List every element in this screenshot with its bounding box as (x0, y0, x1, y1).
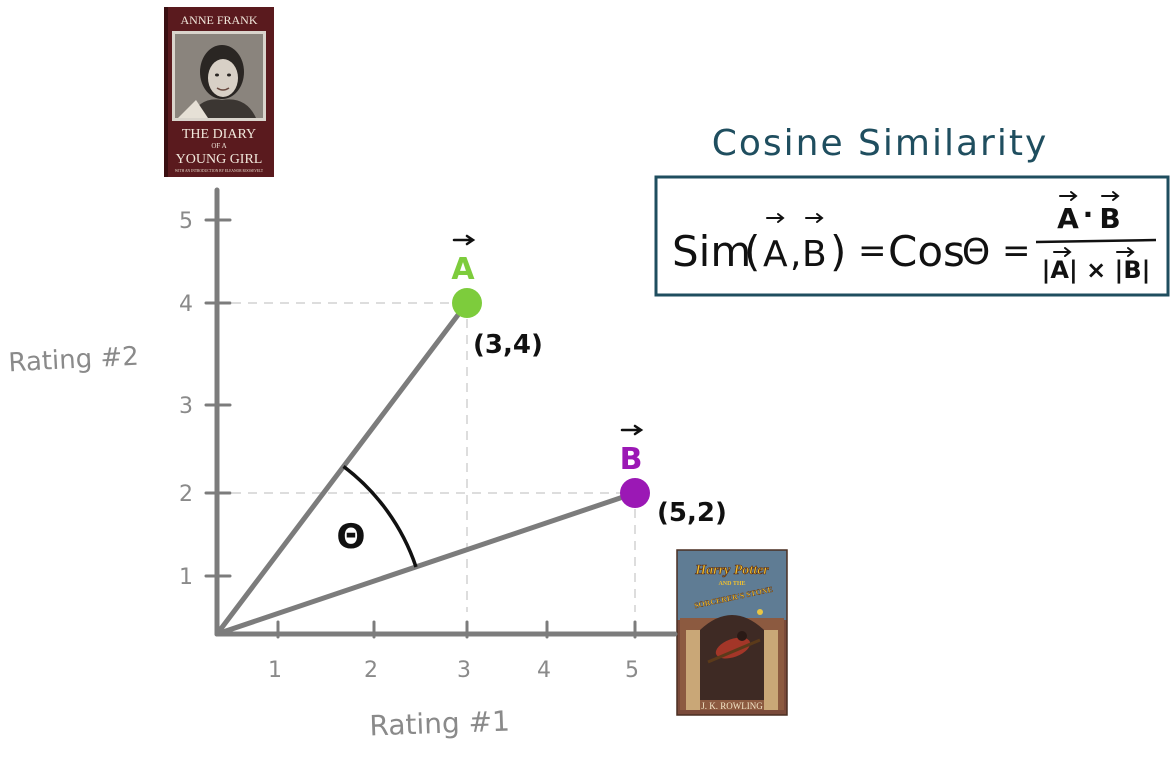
axes (214, 187, 678, 637)
x-tick-label: 1 (268, 658, 282, 683)
x-tick-label: 5 (625, 658, 639, 683)
formula-frame (654, 175, 1170, 297)
formula-num-b: B (1099, 202, 1120, 235)
vector-arrow-icon (620, 424, 644, 436)
y-axis-label: Rating #2 (8, 342, 140, 379)
angle-arc (342, 465, 418, 568)
potter-title-line1: Harry Potter (694, 563, 769, 578)
arrow-icon (805, 213, 824, 223)
x-tick-label: 3 (457, 658, 471, 683)
arrow-icon (1101, 191, 1120, 201)
vector-a-label: A (451, 252, 475, 287)
formula-vec-b: B (802, 234, 827, 275)
y-tick-label: 3 (179, 394, 193, 419)
formula-num-a: A (1057, 202, 1079, 235)
point-a (452, 288, 482, 318)
diary-title-line3: YOUNG GIRL (176, 152, 263, 167)
arrow-icon (766, 213, 785, 223)
formula-theta: Θ (962, 232, 990, 273)
y-tick-label: 5 (179, 209, 193, 234)
vector-b-label: B (620, 442, 643, 477)
potter-author: J. K. ROWLING (701, 701, 763, 711)
diary-book-cover: ANNE FRANK THE DIARY OF A YOUNG GIRL WIT… (164, 7, 274, 177)
formula-sim: Sim (672, 227, 751, 276)
diary-portrait (175, 34, 263, 118)
formula-vec-a: A (763, 234, 788, 275)
point-b-coords: (5,2) (657, 498, 727, 528)
point-a-coords: (3,4) (473, 330, 543, 360)
formula-fraction-bar (1035, 238, 1157, 244)
formula-num-dot: · (1083, 198, 1094, 231)
diary-author: ANNE FRANK (180, 13, 257, 27)
diary-title-line2: OF A (211, 142, 226, 150)
formula-equals-1: = (858, 231, 887, 271)
y-tick-label: 2 (179, 482, 193, 507)
angle-theta: Θ (337, 517, 366, 557)
vector-b-line (214, 490, 638, 637)
axis-ticks: 1 2 3 4 5 1 2 3 4 5 (179, 209, 639, 683)
point-b (620, 478, 650, 508)
formula-close-paren: ) (830, 227, 846, 276)
formula-panel: Cosine Similarity Sim ( A , B ) = Cos Θ … (654, 123, 1170, 297)
vector-arrow-icon (452, 234, 476, 246)
x-tick-label: 4 (537, 658, 551, 683)
guide-lines (232, 302, 636, 612)
x-tick-label: 2 (364, 658, 378, 683)
formula-cos: Cos (888, 227, 965, 276)
formula-heading: Cosine Similarity (712, 123, 1049, 164)
potter-title-line2: AND THE (718, 581, 745, 587)
y-tick-label: 4 (179, 292, 193, 317)
formula-denominator: |A| × |B| (1042, 256, 1151, 284)
x-axis-label: Rating #1 (369, 705, 511, 743)
arrow-icon (1053, 247, 1072, 257)
potter-book-cover: Harry Potter AND THE SORCERER'S STONE J.… (676, 549, 788, 716)
formula-equals-2: = (1002, 231, 1031, 271)
y-tick-label: 1 (179, 565, 193, 590)
vectors: A (3,4) B (5,2) (214, 234, 727, 637)
formula-vector-arrows (766, 191, 1135, 257)
arrow-icon (1059, 191, 1078, 201)
vector-a-line (214, 300, 470, 637)
formula-open-paren: ( (744, 227, 760, 276)
diary-intro: WITH AN INTRODUCTION BY ELEANOR ROOSEVEL… (175, 169, 264, 173)
diary-title-line1: THE DIARY (182, 127, 256, 142)
arrow-icon (1116, 247, 1135, 257)
formula-comma: , (790, 234, 801, 275)
